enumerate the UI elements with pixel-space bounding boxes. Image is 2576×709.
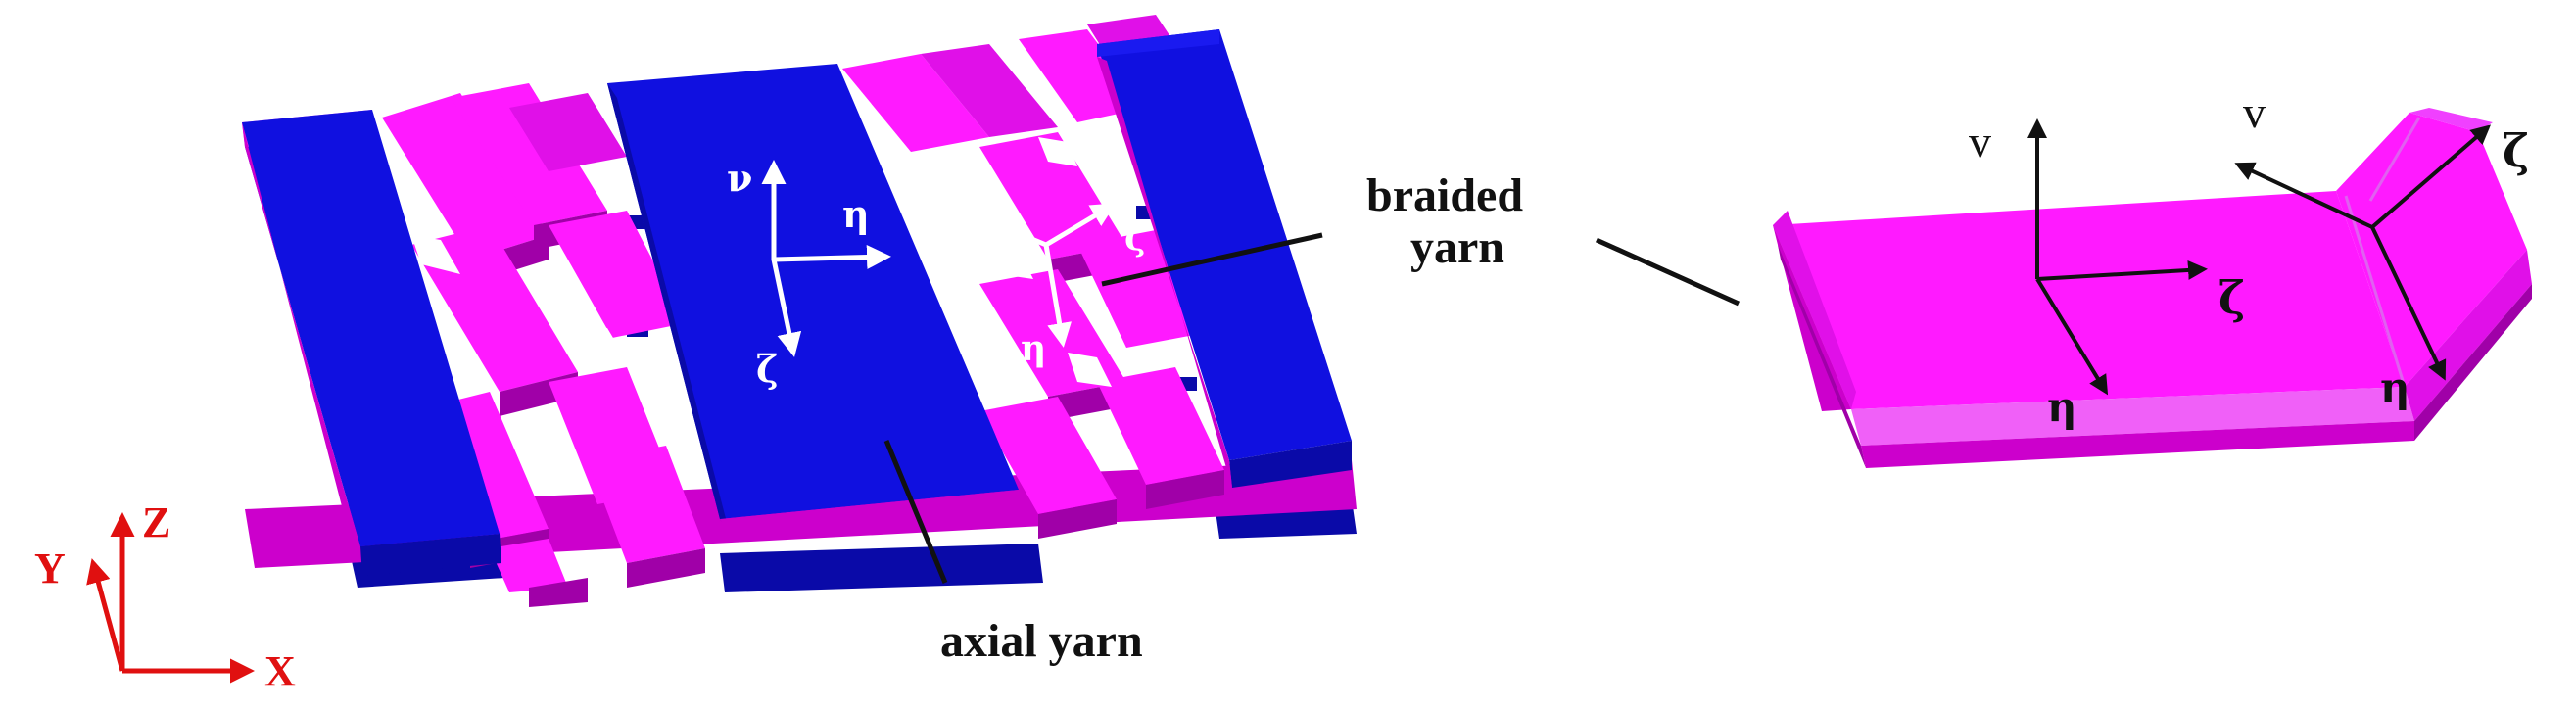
braided-yarn-label-line1: braided (1366, 169, 1523, 221)
braided-frame-zeta-label: ζ (1124, 217, 1145, 259)
braided-leader-line (1101, 232, 1323, 287)
axial-yarn-center (607, 64, 1019, 537)
axial-yarn-label: axial yarn (940, 615, 1143, 667)
braided-yarn-detail (1773, 108, 2532, 468)
axial-yarn-left (242, 110, 501, 576)
detail-frame-2-v-label: v (2243, 87, 2266, 137)
detail-frame-1-v-label: v (1969, 117, 1991, 166)
axial-frame-v-label: ν (727, 156, 752, 200)
braided-frame-eta-label: η (1021, 328, 1046, 369)
detail-leader-line (1595, 237, 1741, 307)
axial-frame-eta-label: η (842, 192, 870, 236)
axial-yarn-right (1097, 29, 1352, 488)
global-axes (86, 512, 255, 684)
preform-model: ν η ζ ν ζ η (242, 15, 1357, 607)
detail-frame-2 (2234, 124, 2492, 381)
axial-frame-zeta-label: ζ (756, 347, 779, 391)
global-axis-x-label: X (264, 647, 296, 695)
global-axis-z-label: Z (142, 498, 170, 546)
braided-local-frame (975, 203, 1117, 348)
detail-frame-1 (2027, 118, 2208, 396)
detail-frame-2-eta-label: η (2380, 363, 2410, 411)
detail-frame-2-zeta-label: ζ (2503, 124, 2529, 177)
detail-frame-1-eta-label: η (2047, 383, 2077, 431)
braided-yarn-label-line2: yarn (1410, 221, 1504, 273)
axial-leader-line (883, 440, 948, 584)
axial-local-frame (761, 160, 891, 357)
detail-frame-1-zeta-label: ζ (2218, 271, 2245, 324)
braided-frame-v-label: ν (955, 168, 979, 210)
global-axis-y-label: Y (34, 544, 66, 592)
